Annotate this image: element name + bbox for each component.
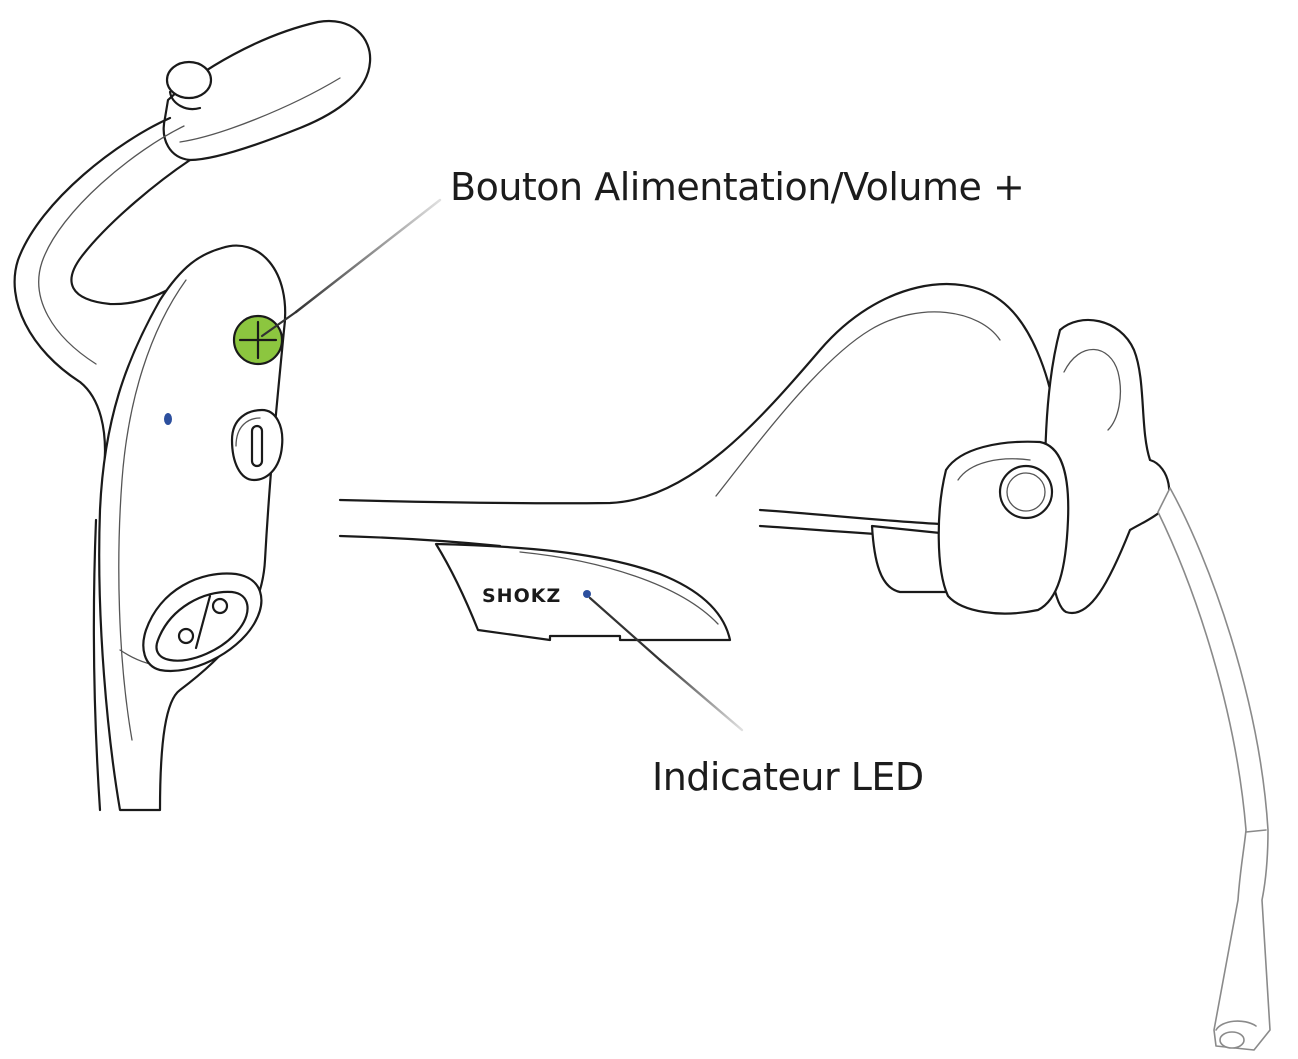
shokz-logo: SHOKZ bbox=[482, 585, 561, 607]
boom-microphone bbox=[1157, 487, 1271, 1051]
led-indicator-dot bbox=[583, 590, 591, 598]
charging-port bbox=[142, 572, 263, 673]
headset-full-view: SHOKZ bbox=[338, 282, 1271, 1051]
control-module-closeup bbox=[13, 19, 372, 812]
volume-down-button bbox=[230, 408, 284, 482]
callout-led-indicator: Indicateur LED bbox=[652, 755, 924, 799]
callout-power-volume-button: Bouton Alimentation/Volume + bbox=[450, 165, 1025, 209]
module-led-dot bbox=[164, 413, 172, 425]
leader-line-led bbox=[588, 596, 744, 732]
plus-icon bbox=[238, 320, 278, 360]
leader-line-power-button bbox=[260, 198, 442, 338]
